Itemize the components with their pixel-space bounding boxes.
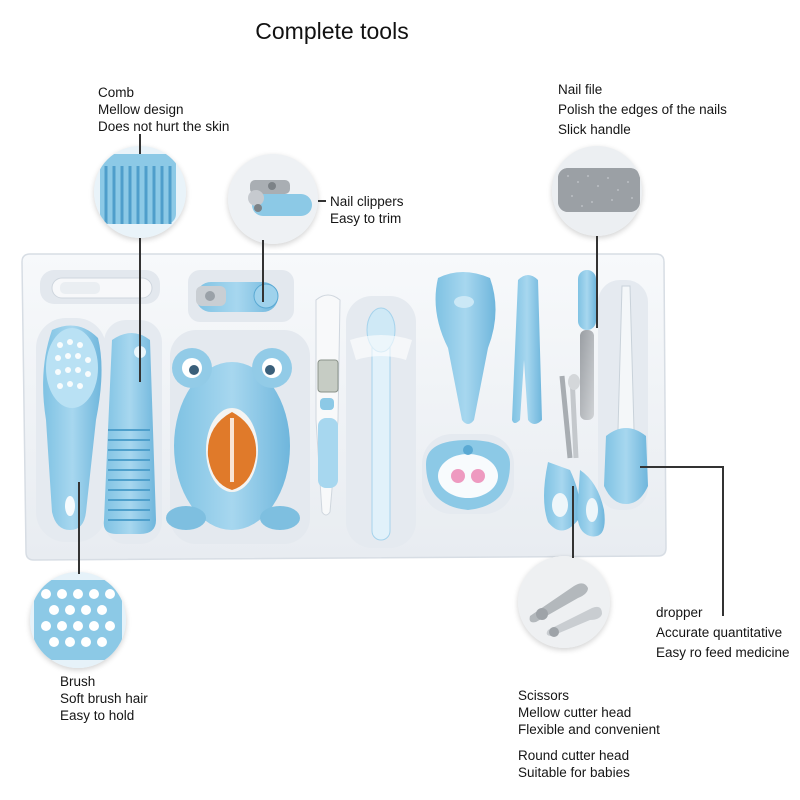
round-head-title: Round cutter head [518,748,630,763]
dropper [604,285,648,504]
tweezers [512,275,542,424]
round-head-feature-1: Suitable for babies [518,765,630,780]
frog-thermometer [166,348,300,530]
hair-brush [43,325,102,530]
toothbrush [350,307,412,541]
nail-file-feature-1: Polish the edges of the nails [558,102,727,117]
scissors-head-detail-circle [518,556,610,648]
comb-connector [139,238,141,382]
dropper-connector-horizontal [640,466,724,468]
brush-connector [78,482,80,574]
comb [103,333,156,534]
nail-clipper-detail-circle [228,154,318,244]
nail-file-title: Nail file [558,82,603,97]
scissors-feature-1: Mellow cutter head [518,705,632,720]
brush-feature-2: Easy to hold [60,708,135,723]
digital-thermometer [315,294,341,516]
comb-title: Comb [98,85,135,100]
dropper-feature-1: Accurate quantitative [656,625,783,640]
brush-feature-1: Soft brush hair [60,691,148,706]
nail-clipper [196,282,279,312]
pacifier [426,440,510,510]
nail-clipper-connector [262,240,264,302]
dropper-title: dropper [656,605,703,620]
nail-clipper-label-connector [318,200,326,202]
comb-feature-2: Does not hurt the skin [98,119,230,134]
scissors [544,374,605,537]
page-title: Complete tools [255,18,409,44]
comb-callout: Comb Mellow design Does not hurt the ski… [98,84,229,135]
comb-detail-circle [94,146,186,238]
nail-clippers-callout: Nail clippers Easy to trim [330,193,404,227]
finger-brush [51,277,153,299]
nail-file-connector [596,236,598,328]
dropper-feature-2: Easy ro feed medicine [656,645,790,660]
nail-file-small [578,270,596,420]
dropper-callout: dropper Accurate quantitative Easy ro fe… [656,603,790,663]
scissors-callout: Scissors Mellow cutter head Flexible and… [518,687,660,738]
nasal-aspirator [435,272,496,424]
brush-title: Brush [60,674,96,689]
brush-callout: Brush Soft brush hair Easy to hold [60,673,148,724]
scissors-title: Scissors [518,688,570,703]
comb-feature-1: Mellow design [98,102,184,117]
nail-clippers-title: Nail clippers [330,194,404,209]
nail-file-feature-2: Slick handle [558,122,631,137]
round-head-callout: Round cutter head Suitable for babies [518,747,630,781]
comb-connector-top [139,134,141,154]
dropper-connector-vertical [722,466,724,616]
scissors-connector [572,486,574,558]
scissors-feature-2: Flexible and convenient [518,722,660,737]
nail-file-callout: Nail file Polish the edges of the nails … [558,80,727,140]
nail-file-detail-circle [552,146,642,236]
nail-clippers-feature-1: Easy to trim [330,211,402,226]
brush-detail-circle [30,572,126,668]
